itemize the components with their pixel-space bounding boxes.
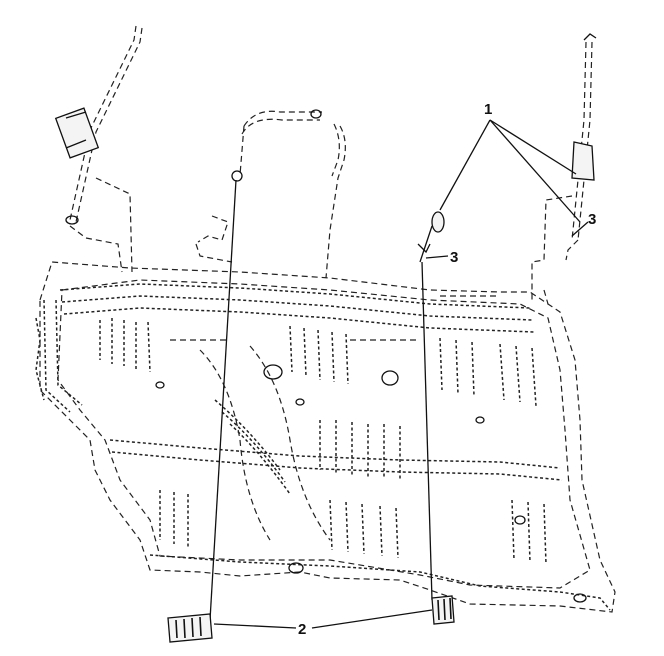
centre-hose-assembly [195,109,346,279]
right-strut-assembly [531,33,597,305]
left-upper-bracket [54,25,143,273]
leader-lines-part-2 [209,179,433,621]
part-2-left-pad [167,613,213,643]
callout-3-label-right: 3 [588,211,596,228]
part-3-clip-centre [417,211,445,263]
callout-leaders [213,119,589,629]
floor-pan-assembly [35,261,616,613]
part-2-right-pad [431,595,455,625]
callout-1-label: 1 [484,101,492,118]
callout-3-label-centre: 3 [450,249,458,266]
callout-2-label: 2 [298,621,306,638]
